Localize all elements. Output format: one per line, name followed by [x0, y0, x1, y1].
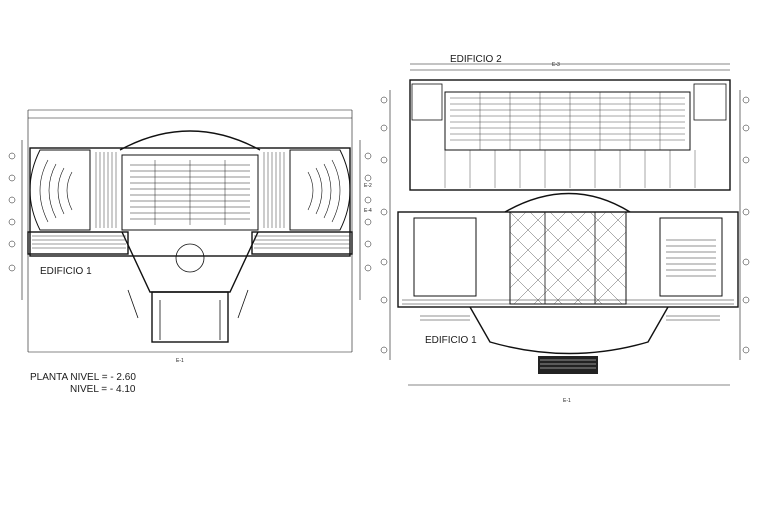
- edificio-2-label: EDIFICIO 2: [450, 54, 502, 65]
- side-mark-e4: E-4: [364, 208, 372, 214]
- lower-building: [397, 192, 739, 355]
- central-hall-hatch: [509, 211, 627, 305]
- right-grid-markers: [380, 96, 750, 354]
- entrance-block: [538, 356, 598, 374]
- left-building-label: EDIFICIO 1: [40, 266, 92, 277]
- right-dimension-lines: [389, 63, 741, 386]
- right-wing-hall: [289, 149, 351, 231]
- left-outer-walls: [27, 130, 353, 343]
- left-wing-hall: [29, 149, 91, 231]
- right-section-mark-bottom: E-1: [563, 398, 571, 404]
- left-section-mark: E-1: [176, 358, 184, 364]
- level-line-1: PLANTA NIVEL = - 2.60: [30, 372, 136, 383]
- left-lobby: [127, 243, 249, 340]
- side-mark-e2: E-2: [364, 183, 372, 189]
- right-section-mark-top: E-3: [552, 62, 560, 68]
- left-stairs: [32, 152, 350, 249]
- level-line-2: NIVEL = - 4.10: [70, 384, 136, 395]
- left-floor-plan: EDIFICIO 1 E-1: [8, 109, 372, 364]
- central-seating: [121, 154, 259, 231]
- upper-building: [409, 79, 731, 191]
- left-grid-markers: [8, 152, 372, 272]
- right-floor-plan: EDIFICIO 2 EDIFICIO 1 E-3 E-1 E-2 E-4: [364, 54, 750, 404]
- left-dimension-lines: [21, 109, 361, 353]
- level-annotation: PLANTA NIVEL = - 2.60 NIVEL = - 4.10: [30, 372, 136, 395]
- edificio-1-right-label: EDIFICIO 1: [425, 335, 477, 346]
